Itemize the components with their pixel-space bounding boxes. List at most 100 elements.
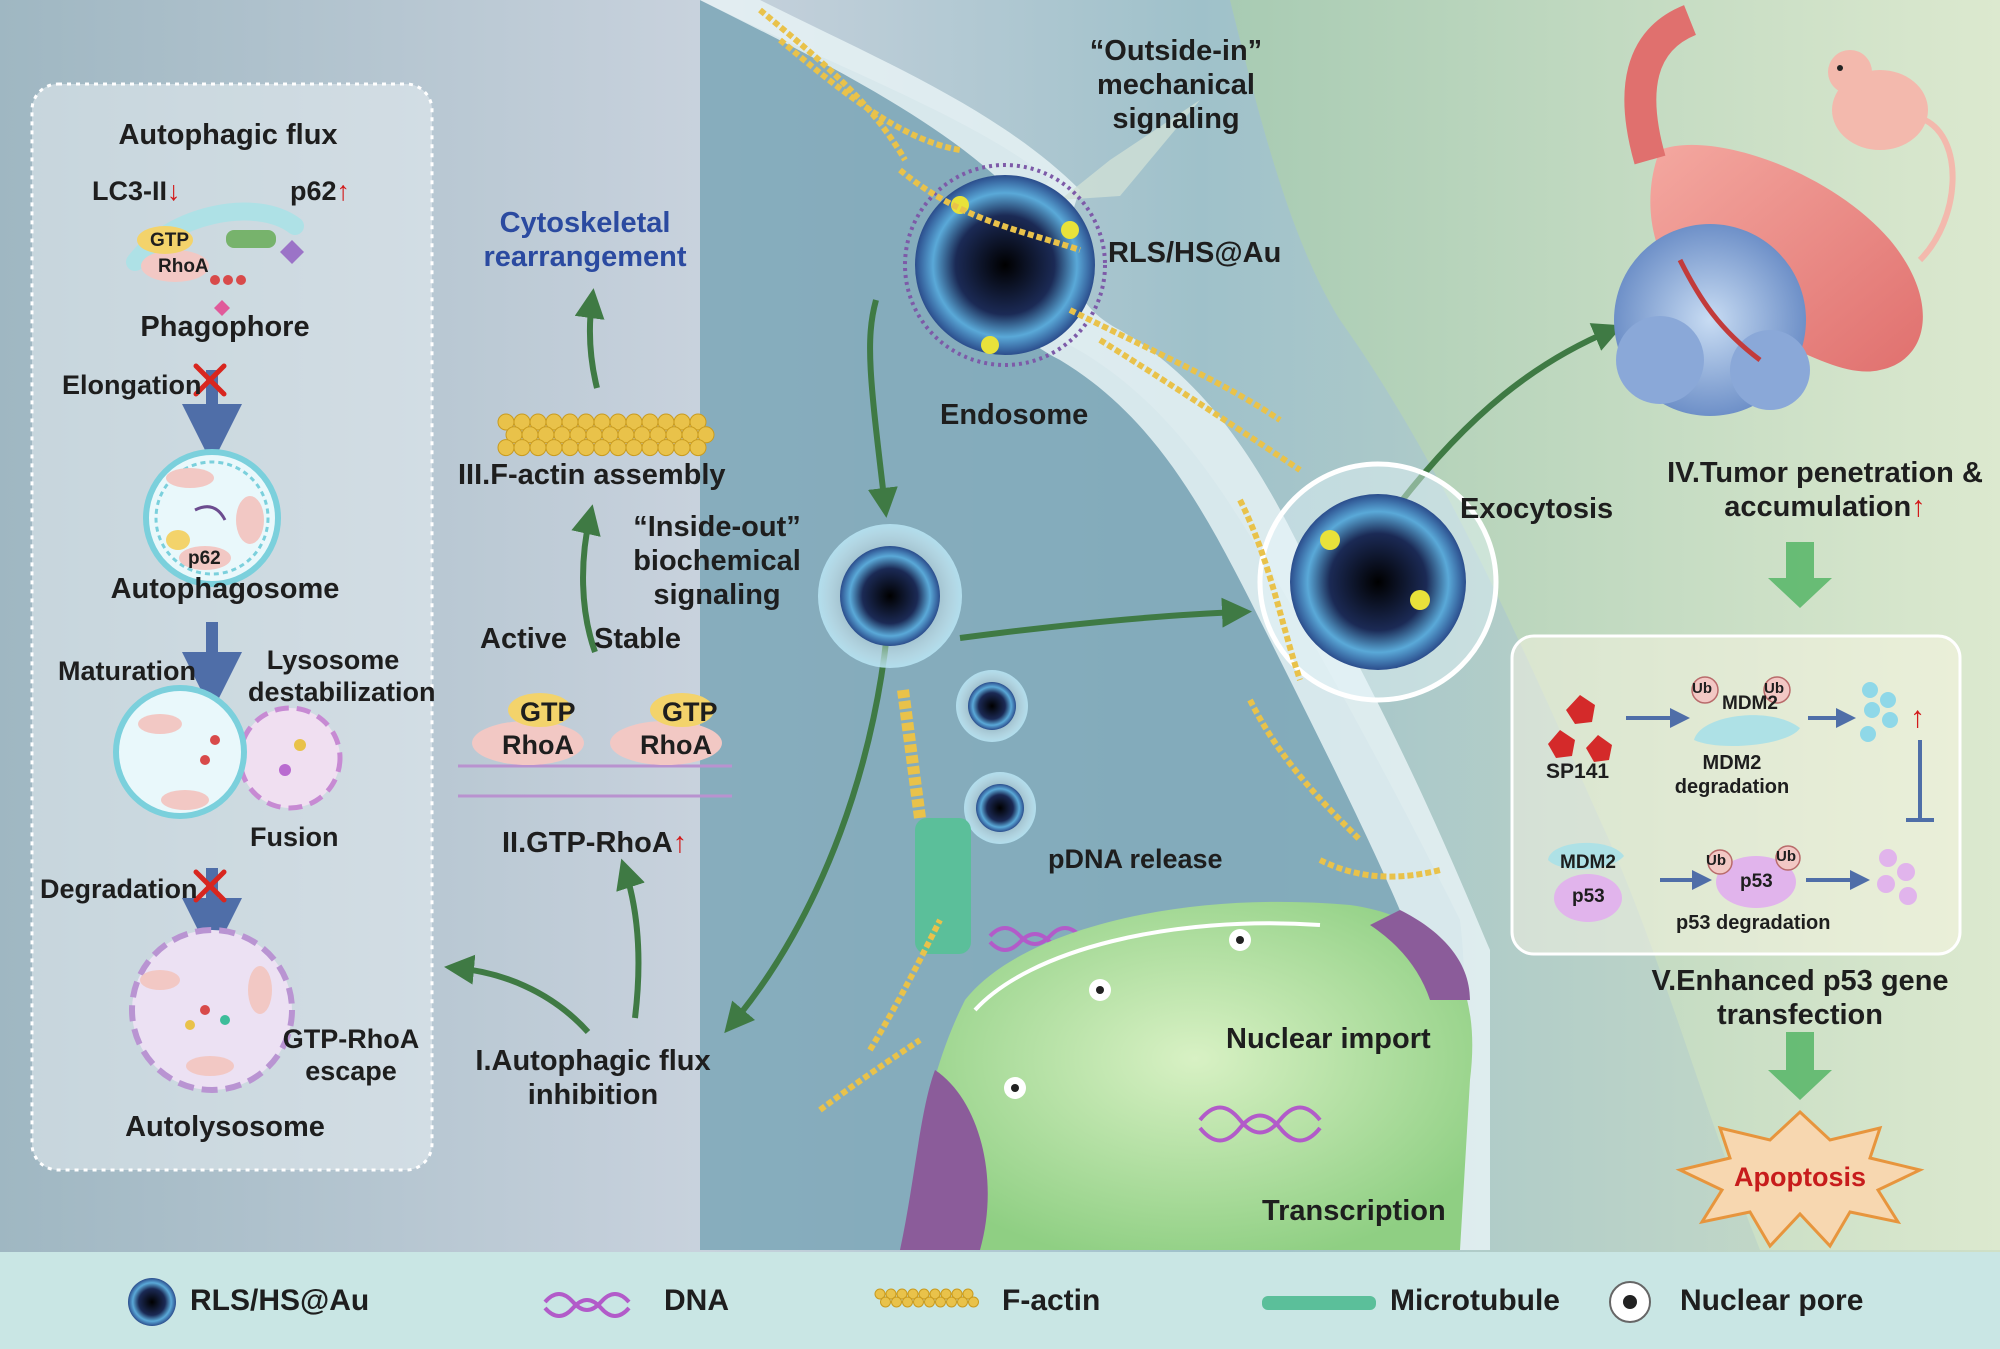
actin-bead — [641, 439, 659, 457]
inside-out-label: “Inside-out” biochemical signaling — [633, 511, 801, 612]
autolysosome-label: Autolysosome — [125, 1111, 325, 1143]
legend-nuclear-pore-icon — [1609, 1281, 1651, 1323]
pdna-release-label: pDNA release — [1048, 844, 1223, 874]
gtp-tag: GTP — [150, 230, 190, 251]
mdm2-ub-complex — [1691, 676, 1800, 747]
elongation-label: Elongation — [62, 370, 202, 400]
legend-factin-label: F-actin — [1002, 1284, 1101, 1317]
rhoa-label-2: RhoA — [640, 730, 712, 760]
legend-rls-label: RLS/HS@Au — [190, 1284, 370, 1317]
legend-bar — [0, 1252, 2000, 1349]
tumor-penetration-label: IV.Tumor penetration & accumulation↑ — [1640, 456, 2000, 524]
mdm2-up-arrow-icon: ↑ — [1910, 701, 1925, 734]
legend-microtubule-label: Microtubule — [1390, 1284, 1560, 1317]
up-arrow-icon: ↑ — [672, 827, 688, 859]
rhoa-gtp-complex — [610, 693, 722, 765]
actin-bead — [929, 1288, 941, 1300]
gtp-rhoa-label: II.GTP-RhoA↑ — [502, 826, 687, 860]
up-arrow-icon: ↑ — [1911, 491, 1926, 524]
p62-text: p62 — [290, 176, 337, 206]
p62-label: p62↑ — [290, 176, 350, 208]
blood-vessel — [1624, 5, 1923, 372]
actin-bead — [609, 439, 627, 457]
actin-bead — [545, 439, 563, 457]
actin-bead — [657, 439, 675, 457]
actin-filament — [1068, 307, 1282, 423]
ub-tag-4: Ub — [1776, 848, 1796, 865]
vesicle-nanoparticle — [818, 524, 962, 668]
fusion-label: Fusion — [250, 822, 339, 852]
nucleus — [917, 901, 1473, 1250]
actin-bead — [874, 1288, 886, 1300]
actin-bead — [513, 439, 531, 457]
cytoskeletal-rearrangement-label: Cytoskeletal rearrangement — [483, 207, 687, 274]
p53-degradation-label: p53 degradation — [1676, 912, 1831, 934]
nuclear-pore-icon — [1229, 929, 1251, 951]
small-vesicle-nanoparticle — [964, 772, 1036, 844]
p53-pathway-arrows — [1626, 708, 1870, 890]
lc3-text: LC3-II — [92, 176, 168, 206]
up-arrow-icon: ↑ — [336, 176, 351, 206]
lc3-label: LC3-II↓ — [92, 176, 181, 208]
ub-tag-1: Ub — [1692, 680, 1712, 697]
actin-filament — [1098, 337, 1302, 473]
outside-in-arrow — [1060, 100, 1200, 200]
ub-p53-complex — [1707, 845, 1801, 908]
legend-factin-icon — [874, 1288, 979, 1308]
membrane-bilayer — [458, 764, 732, 798]
actin-bead — [957, 1296, 968, 1308]
exocytosis-label: Exocytosis — [1460, 493, 1614, 525]
tumor-penetration-text: IV.Tumor penetration & accumulation — [1667, 457, 1983, 524]
actin-bead — [689, 413, 707, 431]
actin-filament — [778, 37, 961, 153]
golgi-stack — [900, 910, 1470, 1250]
actin-filament — [818, 1037, 922, 1113]
actin-bead — [902, 1296, 913, 1308]
autophagic-flux-inhibition-label: I.Autophagic flux inhibition — [475, 1045, 711, 1112]
actin-bead — [940, 1288, 952, 1300]
actin-bead — [924, 1296, 935, 1308]
mdm2-tag-2: MDM2 — [1560, 852, 1616, 873]
actin-bead — [689, 439, 707, 457]
phagophore-label: Phagophore — [140, 311, 310, 343]
active-label: Active — [480, 623, 568, 655]
phagophore-illustration — [126, 202, 304, 316]
gtp-label-2: GTP — [662, 697, 718, 727]
gtp-rhoa-escape-label: GTP-RhoA escape — [282, 1024, 420, 1086]
legend-dna-label: DNA — [664, 1284, 729, 1317]
actin-bead — [935, 1296, 946, 1308]
rhoa-label-1: RhoA — [502, 730, 574, 760]
actin-bead — [913, 1296, 924, 1308]
actin-filament — [867, 918, 943, 1052]
down-arrow-icon: ↓ — [167, 176, 181, 206]
mdm2-degradation-label: MDM2 degradation — [1674, 752, 1790, 798]
mdm2-tag: MDM2 — [1722, 693, 1778, 714]
mdm2-p53-complex — [1548, 842, 1624, 922]
degraded-mdm2-cluster — [1860, 682, 1898, 742]
block-x-icon — [193, 869, 227, 903]
ub-tag-3: Ub — [1706, 852, 1726, 869]
degradation-label: Degradation — [40, 874, 198, 904]
apoptosis-burst — [1675, 1109, 1925, 1249]
enhanced-p53-label: V.Enhanced p53 gene transfection — [1651, 965, 1949, 1032]
lysosome-destabilization-label: Lysosome destabilization — [248, 645, 436, 707]
nucleus-dna-helix — [1198, 1105, 1322, 1143]
rls-hs-au-label: RLS/HS@Au — [1108, 237, 1282, 269]
legend-dna-icon — [543, 1292, 631, 1318]
maturation-label: Maturation — [58, 656, 196, 686]
actin-bead — [918, 1288, 930, 1300]
autolysosome-illustration — [129, 927, 295, 1093]
sp141-molecule-icon — [1548, 695, 1612, 762]
actin-bead — [625, 439, 643, 457]
actin-bead — [697, 426, 715, 444]
actin-bead — [951, 1288, 963, 1300]
nuclear-pore-icon — [1089, 979, 1111, 1001]
legend-microtubule-icon — [1262, 1296, 1376, 1310]
actin-filament — [898, 167, 1081, 253]
tumor-mass — [1614, 224, 1810, 416]
mouse-illustration — [1828, 50, 1956, 263]
transcription-label: Transcription — [1262, 1195, 1446, 1227]
autophagy-panel — [30, 82, 434, 1172]
actin-bead — [968, 1296, 979, 1308]
